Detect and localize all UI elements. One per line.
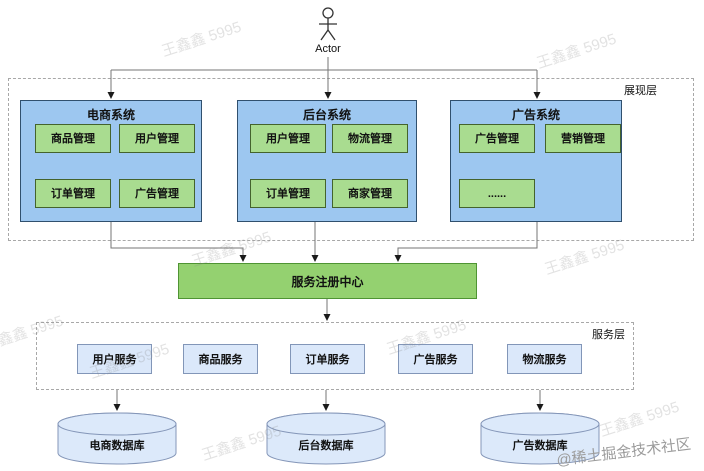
service-box-ad: 广告服务 xyxy=(398,344,473,374)
module-box: 订单管理 xyxy=(250,179,326,208)
module-box: ...... xyxy=(459,179,535,208)
database-label: 后台数据库 xyxy=(298,440,354,452)
presentation-layer-boundary: 展现层 xyxy=(8,78,694,241)
module-box: 用户管理 xyxy=(250,124,326,153)
arrowheads-registry xyxy=(239,255,402,262)
module-box: 商家管理 xyxy=(332,179,408,208)
actor-label: Actor xyxy=(315,43,341,55)
service-box-logistics: 物流服务 xyxy=(507,344,582,374)
watermark: 王鑫鑫 5995 xyxy=(159,18,244,61)
service-registry-bar: 服务注册中心 xyxy=(178,263,477,299)
watermark: 王鑫鑫 5995 xyxy=(534,30,619,73)
system-title: 广告系统 xyxy=(511,108,560,122)
system-box-advertising: 广告系统 广告管理 营销管理 ...... xyxy=(450,100,622,222)
module-box: 广告管理 xyxy=(459,124,535,153)
module-box: 订单管理 xyxy=(35,179,111,208)
service-box-product: 商品服务 xyxy=(183,344,258,374)
arrowheads-database xyxy=(113,404,544,411)
database-cylinder-icon xyxy=(57,412,177,465)
module-box: 商品管理 xyxy=(35,124,111,153)
module-box: 广告管理 xyxy=(119,179,195,208)
actor-icon xyxy=(319,7,337,41)
module-box: 营销管理 xyxy=(545,124,621,153)
system-title: 电商系统 xyxy=(86,108,135,122)
presentation-layer-label: 展现层 xyxy=(624,85,657,97)
service-layer-label: 服务层 xyxy=(592,329,625,341)
database-label: 电商数据库 xyxy=(89,440,145,452)
module-box: 物流管理 xyxy=(332,124,408,153)
system-box-backoffice: 后台系统 用户管理 物流管理 订单管理 商家管理 xyxy=(237,100,417,222)
database-cylinder-icon xyxy=(480,412,600,465)
database-label: 广告数据库 xyxy=(512,440,568,452)
module-box: 用户管理 xyxy=(119,124,195,153)
service-box-order: 订单服务 xyxy=(290,344,365,374)
service-layer-to-database-arrows xyxy=(116,390,541,405)
service-layer-boundary: 服务层 xyxy=(36,322,634,390)
registry-to-service-layer-arrow xyxy=(323,299,331,321)
system-title: 后台系统 xyxy=(302,108,351,122)
database-cylinder-icon xyxy=(266,412,386,465)
system-box-ecommerce: 电商系统 商品管理 用户管理 订单管理 广告管理 xyxy=(20,100,202,222)
service-box-user: 用户服务 xyxy=(77,344,152,374)
